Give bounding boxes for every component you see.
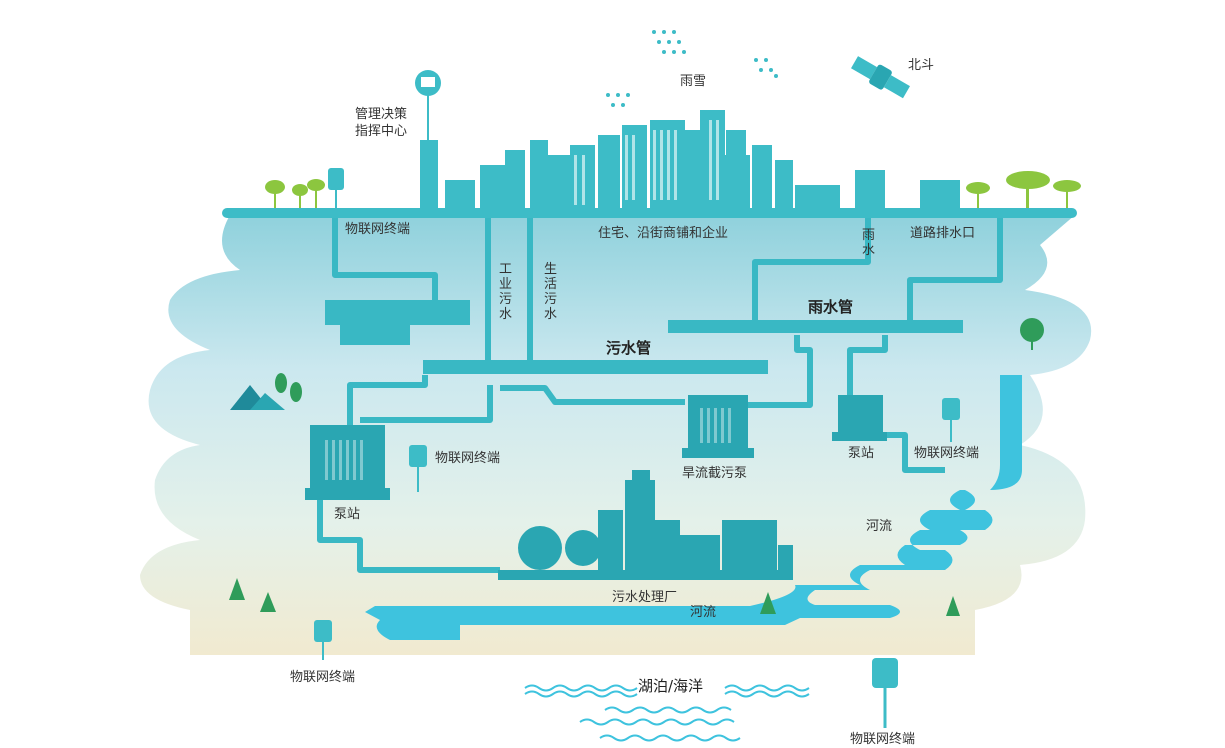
pump-station-left-label: 泵站 bbox=[334, 507, 361, 522]
pipes bbox=[317, 218, 1003, 573]
iot-sensor-icon-bottom-right bbox=[872, 658, 898, 728]
left-pump-out bbox=[317, 500, 500, 573]
iot-terminal-bottom-left-label: 物联网终端 bbox=[290, 670, 356, 685]
rainwater-pipe bbox=[668, 320, 963, 333]
right-pump-out bbox=[880, 432, 945, 473]
mountains-icon bbox=[230, 385, 285, 410]
river-bottom-label: 河流 bbox=[690, 605, 717, 620]
dry-flow-feed bbox=[360, 385, 493, 423]
pump-station-left bbox=[305, 425, 390, 500]
river-right-label: 河流 bbox=[866, 519, 893, 534]
iot-sensor-icon-right bbox=[942, 398, 960, 442]
satellite-icon bbox=[851, 56, 910, 99]
treatment-plant bbox=[498, 470, 793, 580]
command-center-icon bbox=[415, 70, 441, 140]
command-center-label: 管理决策指挥中心 bbox=[355, 107, 408, 139]
iot-terminal-bottom-right-label: 物联网终端 bbox=[850, 732, 916, 747]
iot-terminal-right-label: 物联网终端 bbox=[914, 446, 980, 461]
sewage-pipe-label: 污水管 bbox=[606, 339, 652, 357]
surface-trees bbox=[265, 171, 1081, 208]
building-windows bbox=[574, 120, 719, 205]
rainwater-pipe-label: 雨水管 bbox=[808, 298, 854, 316]
underground-trees bbox=[229, 318, 1044, 616]
city-skyline bbox=[420, 110, 960, 210]
treatment-plant-label: 污水处理厂 bbox=[612, 590, 678, 605]
dry-flow-link bbox=[500, 385, 685, 405]
iot-sensor-icon-bottom-left bbox=[314, 620, 332, 660]
left-pump-feed bbox=[347, 375, 428, 425]
road-drain-label: 道路排水口 bbox=[910, 226, 976, 241]
lake-waves bbox=[524, 684, 810, 742]
industrial-sewage-label: 工业污水 bbox=[499, 262, 513, 322]
river bbox=[365, 375, 1022, 640]
iot-sensor-icon-top bbox=[328, 168, 344, 210]
iot-sensor-icon-left bbox=[409, 445, 427, 492]
residential-label: 住宅、沿街商铺和企业 bbox=[598, 226, 729, 241]
rain-icon bbox=[606, 30, 778, 107]
pump-station-right bbox=[832, 395, 887, 441]
sewage-pipe bbox=[423, 360, 768, 374]
iot-drain-pipe bbox=[332, 218, 438, 300]
domestic-sewage-label: 生活污水 bbox=[544, 262, 558, 322]
rain-inlet-left bbox=[752, 218, 871, 320]
dry-flow-pump-label: 旱流截污泵 bbox=[682, 466, 748, 481]
underground-pool bbox=[325, 300, 470, 345]
rain-inlet-right bbox=[907, 218, 1003, 320]
rain-vertical-label: 雨水 bbox=[862, 228, 876, 258]
dry-flow-out bbox=[745, 335, 813, 408]
lake-sea-label: 湖泊/海洋 bbox=[638, 677, 704, 695]
pump-station-right-label: 泵站 bbox=[848, 446, 875, 461]
beidou-label: 北斗 bbox=[908, 58, 935, 73]
right-pump-feed bbox=[847, 335, 888, 395]
dry-flow-pump-station bbox=[682, 395, 754, 458]
rain-snow-label: 雨雪 bbox=[680, 74, 707, 89]
ground-surface bbox=[222, 208, 1077, 218]
iot-terminal-top-label: 物联网终端 bbox=[345, 222, 411, 237]
iot-terminal-left-label: 物联网终端 bbox=[435, 451, 501, 466]
